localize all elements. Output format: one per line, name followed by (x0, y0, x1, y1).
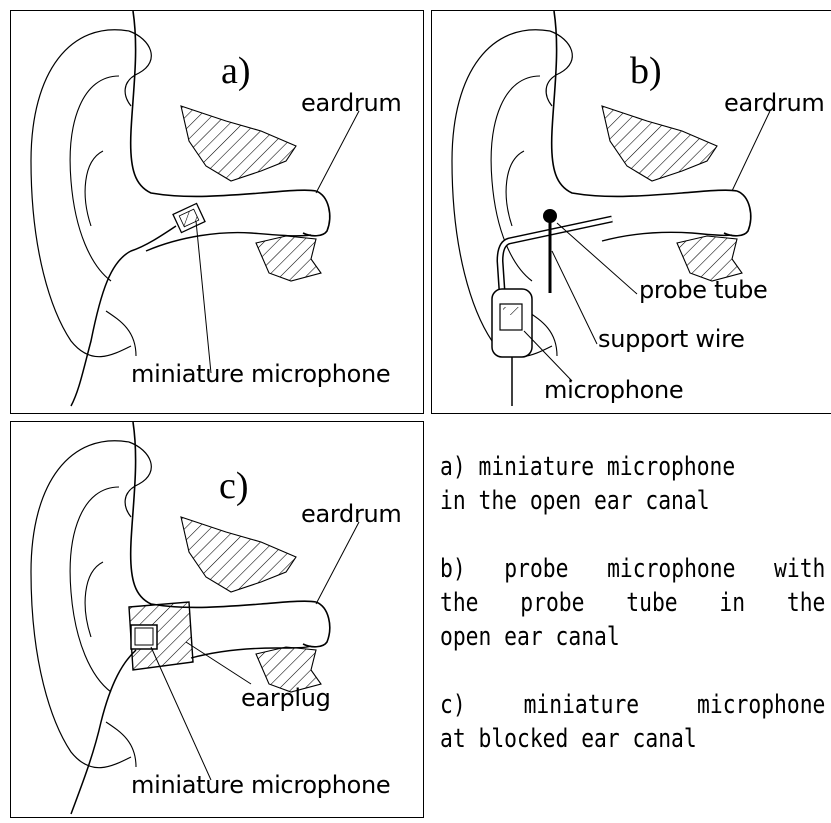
label-probe-tube: probe tube (639, 276, 768, 304)
ear-diagram-c (11, 422, 425, 819)
ear-diagram-a (11, 11, 425, 415)
caption-b: b) probe microphone with the probe tube … (440, 552, 825, 654)
panel-c: c) eardrum earplug miniature microphone (10, 421, 424, 818)
microphone-a (173, 203, 205, 232)
caption-c-line-2: at blocked ear canal (440, 722, 825, 756)
label-miniature-microphone-a: miniature microphone (131, 360, 390, 388)
label-earplug: earplug (241, 684, 331, 712)
panel-tag-b: b) (630, 49, 662, 93)
panel-b: b) eardrum probe tube support wire micro… (431, 10, 831, 414)
caption-a-line-1: a) miniature microphone (440, 450, 825, 484)
label-miniature-microphone-c: miniature microphone (131, 771, 390, 799)
caption-b-line-1: b) probe microphone with (440, 552, 825, 586)
caption-c-line-1: c) miniature microphone (440, 688, 825, 722)
caption-b-line-3: open ear canal (440, 620, 825, 654)
panel-tag-c: c) (219, 464, 249, 508)
label-support-wire: support wire (598, 325, 745, 353)
panel-tag-a: a) (221, 49, 251, 93)
label-microphone-b: microphone (544, 376, 683, 404)
label-eardrum-a: eardrum (301, 89, 402, 117)
panel-a: a) eardrum miniature microphone (10, 10, 424, 414)
label-eardrum-b: eardrum (724, 89, 825, 117)
caption-a-line-2: in the open ear canal (440, 484, 825, 518)
label-eardrum-c: eardrum (301, 500, 402, 528)
caption-c: c) miniature microphone at blocked ear c… (440, 688, 825, 756)
caption-b-line-2: the probe tube in the (440, 586, 825, 620)
captions: a) miniature microphone in the open ear … (440, 450, 824, 790)
caption-a: a) miniature microphone in the open ear … (440, 450, 825, 518)
